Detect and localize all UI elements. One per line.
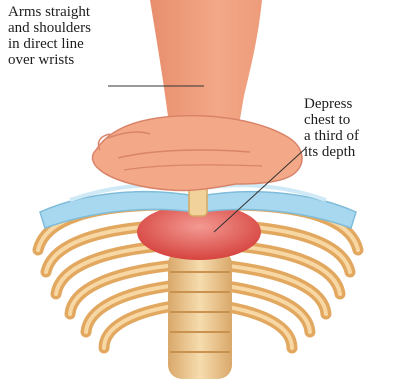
depress-instruction-label: Depress chest to a third of its depth — [304, 96, 394, 160]
arms-instruction-label: Arms straight and shoulders in direct li… — [8, 4, 138, 68]
spine — [168, 250, 232, 379]
